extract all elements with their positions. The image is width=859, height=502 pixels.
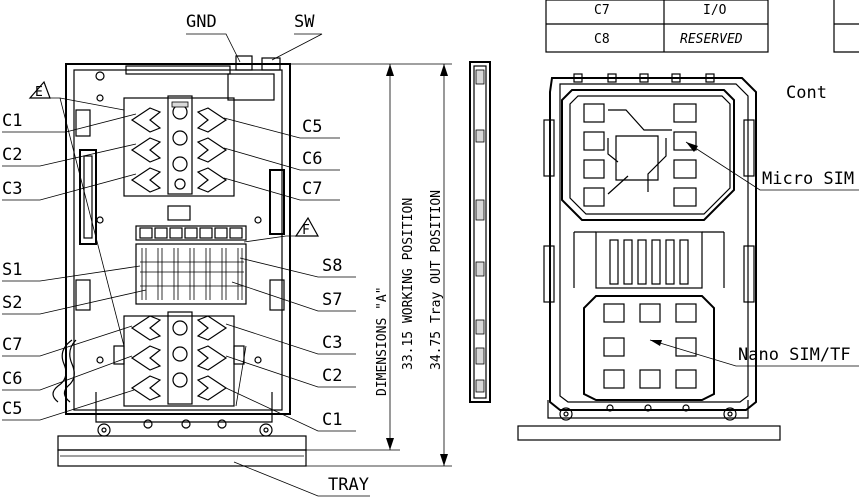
left-label-c7: C7	[2, 335, 22, 355]
micro-sim-label: Micro SIM	[762, 169, 854, 189]
left-label-s2: S2	[2, 293, 22, 313]
pin-table: C7 I/O C8 RESERVED	[545, 0, 859, 53]
dim-a-label: DIMENSIONS "A"	[375, 286, 390, 396]
left-pin-labels: C1 C2 C3 S1 S2 C7 C6 C5 E	[2, 80, 147, 421]
left-label-c5: C5	[2, 399, 22, 419]
sim-tray	[517, 73, 781, 441]
right-pin-labels: C5 C6 C7 S8 S7 C3 C2 C1 F	[223, 117, 356, 432]
right-label-c2: C2	[322, 366, 342, 386]
dimensions: DIMENSIONS "A" 33.15 WORKING POSITION 34…	[290, 63, 452, 467]
connector-body	[52, 55, 291, 415]
tray-base	[57, 392, 307, 467]
sw-label: SW	[294, 12, 315, 32]
table-c8-pin: C8	[594, 32, 610, 47]
right-label-c6: C6	[302, 149, 322, 169]
micro-sim-arrow	[686, 142, 698, 152]
nano-sim-leader	[649, 339, 859, 367]
cont-label: Cont	[786, 83, 827, 103]
right-label-c5: C5	[302, 117, 322, 137]
flag-f: F	[302, 223, 310, 238]
dim-out: 34.75 Tray OUT POSITION	[429, 190, 444, 370]
right-label-c1: C1	[322, 410, 342, 430]
flag-e: E	[35, 85, 43, 100]
micro-sim-leader	[685, 141, 859, 191]
tray-leader	[233, 461, 370, 497]
left-label-c3: C3	[2, 179, 22, 199]
right-label-s7: S7	[322, 290, 342, 310]
left-label-c1: C1	[2, 111, 22, 131]
right-label-c3: C3	[322, 333, 342, 353]
upper-contacts	[123, 95, 235, 197]
left-label-c6: C6	[2, 369, 22, 389]
table-c8-func: RESERVED	[680, 32, 743, 47]
right-label-s8: S8	[322, 256, 342, 276]
tray-label: TRAY	[328, 475, 369, 495]
s-contact-block	[135, 205, 247, 305]
nano-sim-arrow	[650, 340, 662, 346]
gnd-leader	[186, 33, 241, 63]
table-c7-pin: C7	[594, 3, 610, 18]
left-label-s1: S1	[2, 260, 22, 280]
table-c7-func: I/O	[703, 3, 727, 18]
left-label-c2: C2	[2, 145, 22, 165]
dim-working: 33.15 WORKING POSITION	[401, 198, 416, 370]
gnd-label: GND	[186, 12, 217, 32]
right-label-c7: C7	[302, 179, 322, 199]
lower-contacts	[113, 311, 245, 407]
sw-leader	[271, 33, 323, 61]
nano-sim-label: Nano SIM/TF	[738, 345, 851, 365]
side-view	[469, 61, 491, 403]
